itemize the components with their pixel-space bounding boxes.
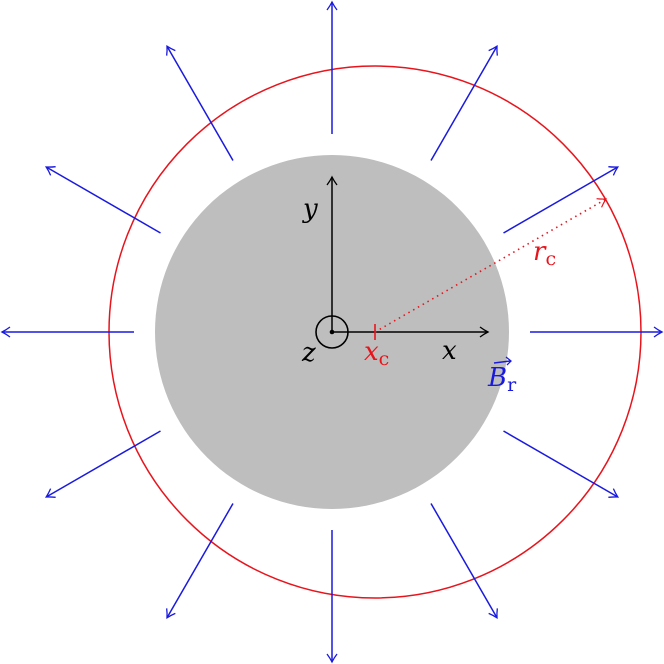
xc-label: xc — [364, 337, 389, 370]
y-axis-label: y — [302, 194, 318, 224]
rc-label-subscript: c — [545, 248, 556, 270]
z-axis-label: z — [301, 338, 316, 368]
field-arrow-30deg — [503, 166, 620, 234]
field-label-subscript: r — [507, 374, 517, 396]
field-arrow-150deg — [44, 166, 161, 234]
field-arrow-330deg — [503, 430, 620, 498]
rc-radius-arrow — [374, 198, 608, 333]
field-arrow-60deg — [430, 44, 498, 161]
rc-label: rc — [533, 237, 556, 270]
field-arrow-120deg — [166, 44, 234, 161]
field-label-main: B — [487, 363, 507, 393]
svg-text:Br: Br — [487, 363, 517, 396]
field-label-vector-head — [505, 356, 512, 366]
z-axis-circle-symbol — [315, 315, 349, 349]
x-axis-label: x — [442, 336, 457, 366]
field-label-vector-bar — [493, 360, 511, 364]
xc-label-main: x — [364, 337, 379, 367]
rc-label-main: r — [533, 237, 547, 267]
field-arrow-300deg — [430, 503, 498, 620]
field-arrow-240deg — [166, 503, 234, 620]
z-axis-dot-symbol — [329, 329, 335, 335]
field-label: Br — [487, 356, 517, 396]
field-arrow-210deg — [44, 430, 161, 498]
xc-label-subscript: c — [379, 348, 390, 370]
